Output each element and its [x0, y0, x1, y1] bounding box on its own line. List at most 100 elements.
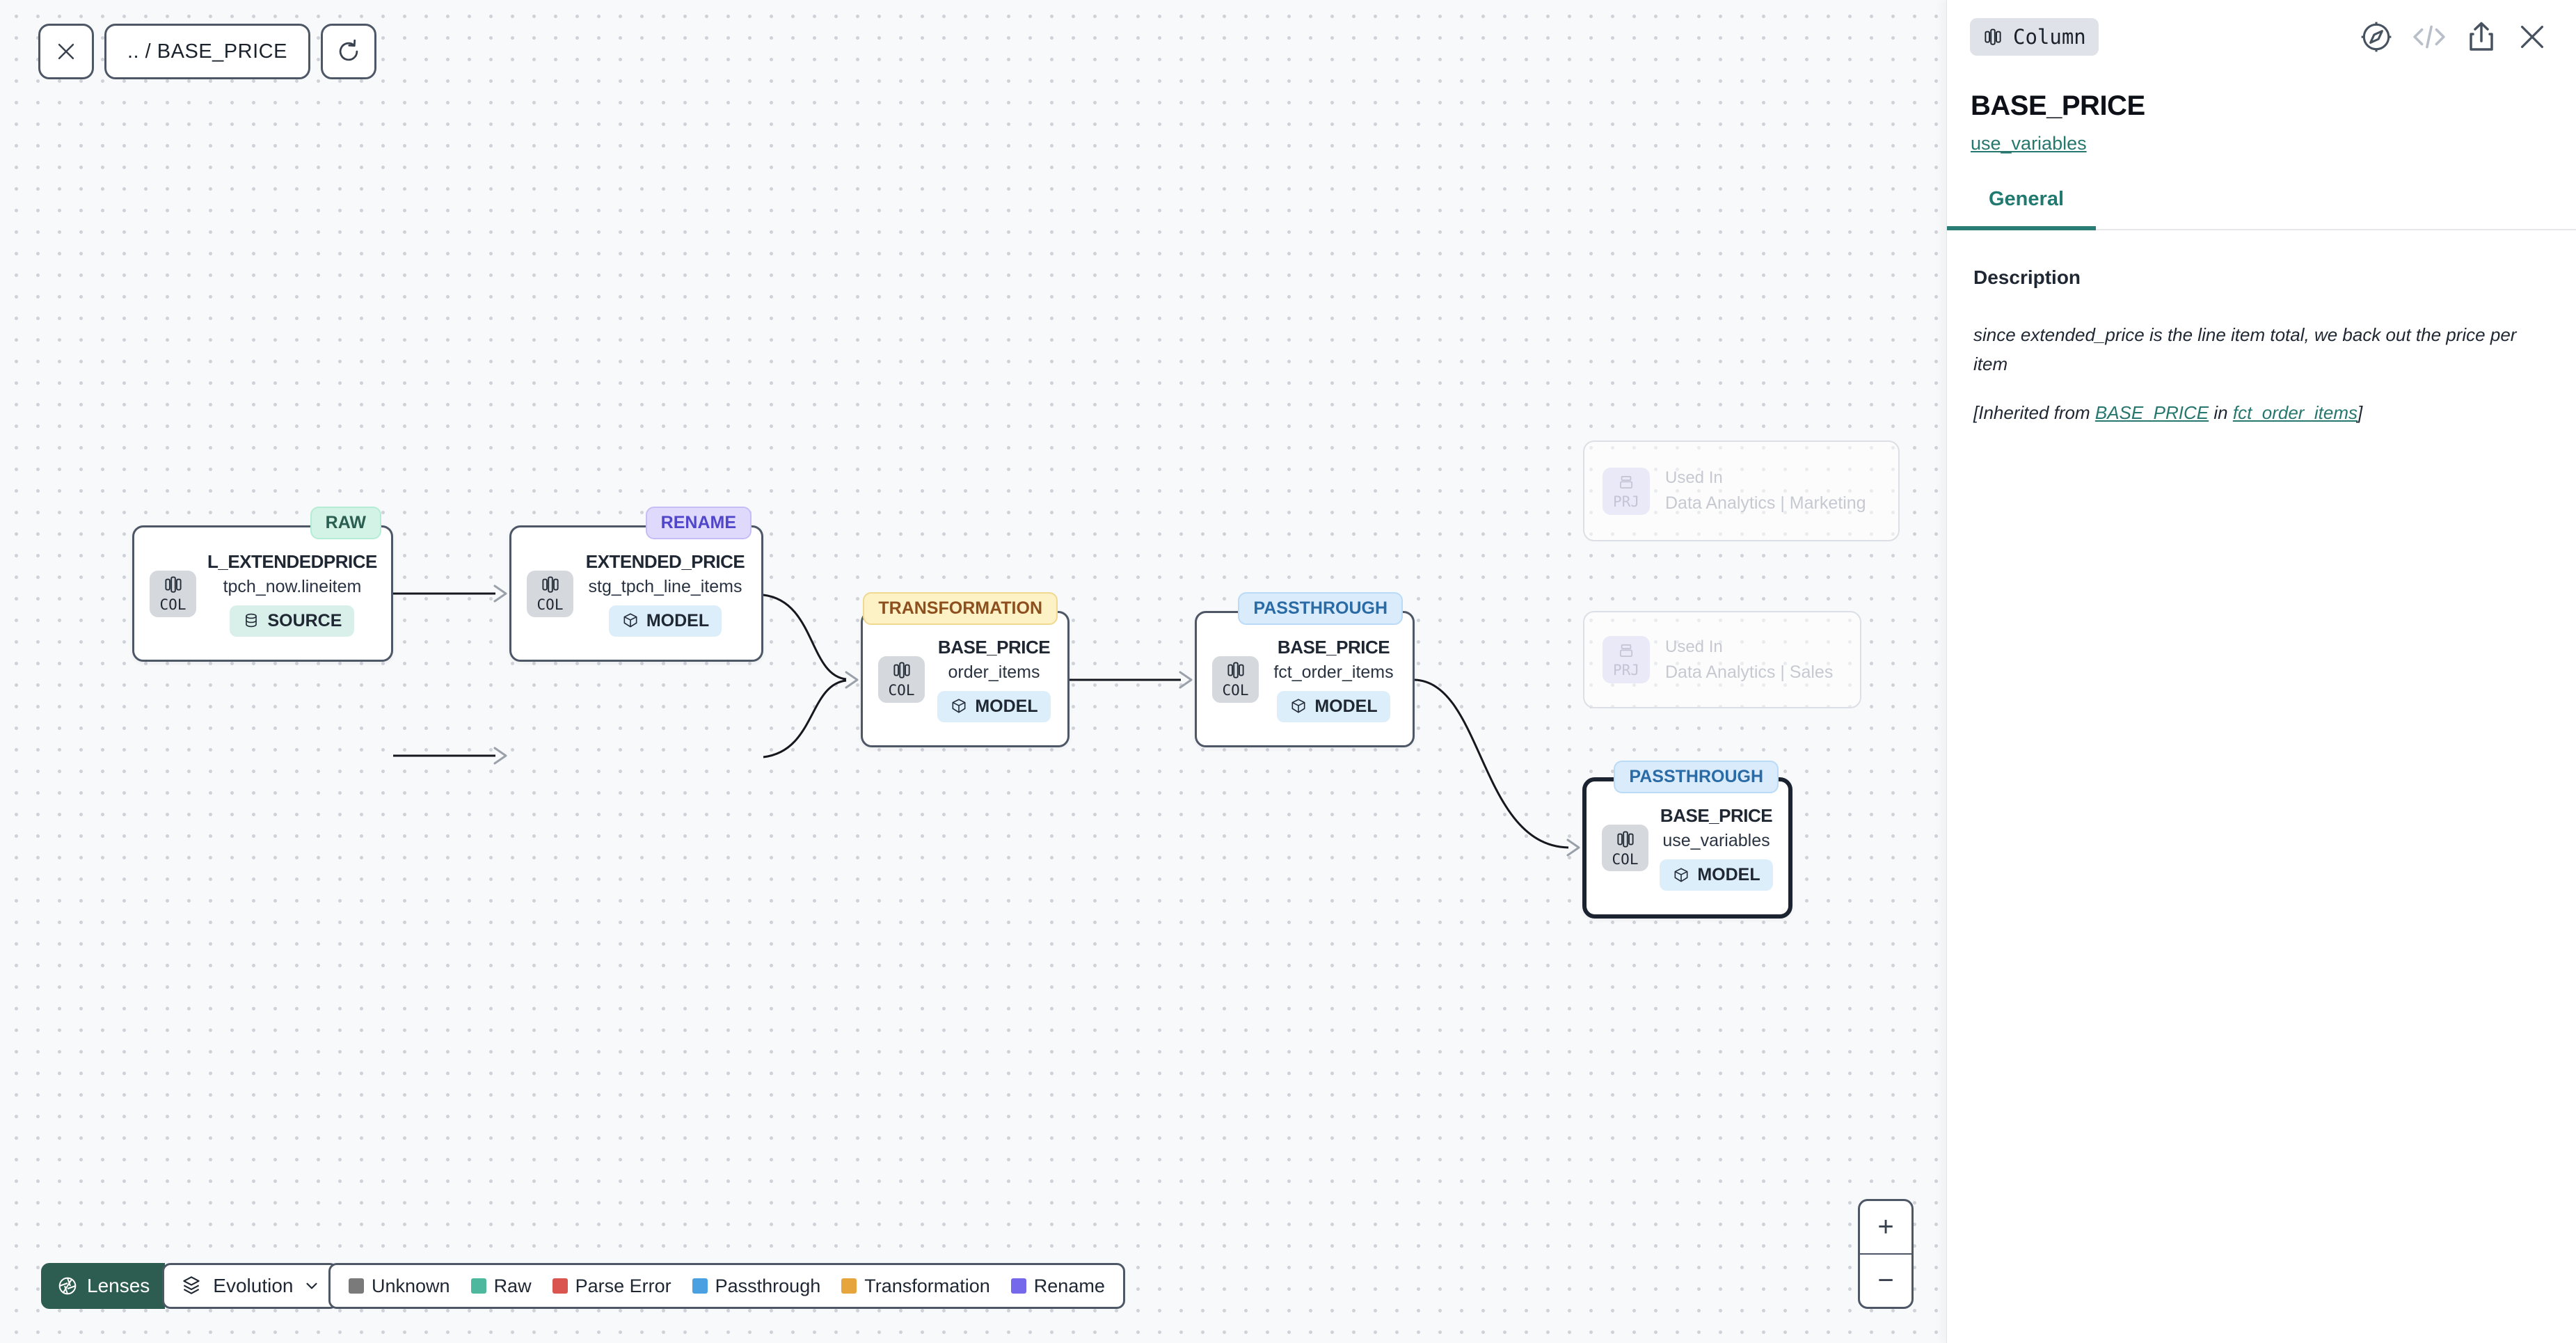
columns-icon: [1985, 29, 2001, 45]
node-evolution-badge: PASSTHROUGH: [1238, 592, 1403, 625]
lenses-button[interactable]: Lenses: [41, 1263, 166, 1309]
panel-tabs: General: [1947, 188, 2576, 230]
legend-item-transformation: Transformation: [841, 1276, 990, 1297]
lineage-node-l-extendedprice[interactable]: RAW COL L_EXTENDEDPRICE tpch_now.lineite…: [132, 507, 393, 662]
project-node-marketing[interactable]: PRJ Used In Data Analytics | Marketing: [1583, 440, 1900, 541]
node-subtitle: fct_order_items: [1273, 662, 1394, 682]
columns-icon: [164, 576, 182, 593]
description-text: since extended_price is the line item to…: [1973, 324, 2517, 374]
breadcrumb[interactable]: .. / BASE_PRICE: [104, 24, 310, 79]
node-title: BASE_PRICE: [1277, 636, 1390, 658]
zoom-controls: + −: [1858, 1199, 1914, 1309]
node-evolution-badge: RAW: [310, 507, 381, 539]
close-icon: [2520, 25, 2544, 49]
evolution-legend: Unknown Raw Parse Error Passthrough Tran…: [328, 1263, 1125, 1309]
node-kind-chip: MODEL: [937, 690, 1051, 722]
legend-swatch: [552, 1278, 568, 1294]
zoom-out-button[interactable]: −: [1877, 1265, 1894, 1296]
archive-icon: [1619, 475, 1633, 488]
layers-icon: [183, 1276, 200, 1294]
refresh-button[interactable]: [320, 24, 376, 79]
lineage-canvas[interactable]: RAW COL L_EXTENDEDPRICE tpch_now.lineite…: [0, 0, 1946, 1343]
project-name: Data Analytics | Sales: [1665, 662, 1834, 682]
legend-swatch: [1010, 1278, 1026, 1294]
lens-select-evolution[interactable]: Evolution: [162, 1263, 339, 1309]
legend-item-unknown: Unknown: [349, 1276, 450, 1297]
cube-icon: [952, 699, 966, 713]
legend-swatch: [349, 1278, 364, 1294]
node-subtitle: stg_tpch_line_items: [588, 576, 742, 596]
panel-title: BASE_PRICE: [1971, 90, 2145, 121]
refresh-icon: [339, 39, 358, 61]
lineage-node-extended-price[interactable]: RENAME COL EXTENDED_PRICE stg_tpch_line_…: [509, 507, 763, 662]
cube-icon: [623, 613, 637, 628]
canvas-toolbar: .. / BASE_PRICE: [38, 24, 376, 79]
share-icon: [2470, 22, 2493, 51]
cube-icon: [1291, 699, 1305, 713]
columns-icon: [541, 576, 559, 593]
lineage-node-base-price-order-items[interactable]: TRANSFORMATION COL BASE_PRICE order_item…: [861, 592, 1070, 747]
close-icon: [58, 43, 74, 60]
node-subtitle: tpch_now.lineitem: [223, 576, 362, 596]
node-kind-chip: SOURCE: [230, 605, 355, 637]
node-kind-chip: MODEL: [1277, 690, 1390, 722]
entity-type-badge: Column: [1970, 18, 2099, 56]
close-lineage-button[interactable]: [38, 24, 94, 79]
inherited-model-link[interactable]: fct_order_items: [2232, 402, 2358, 424]
used-in-label: Used In: [1665, 468, 1723, 487]
legend-swatch: [841, 1278, 857, 1294]
node-title: BASE_PRICE: [1660, 805, 1773, 826]
share-export-icon[interactable]: [2465, 20, 2498, 54]
column-type-icon: COL: [1602, 825, 1648, 871]
column-type-icon: COL: [527, 570, 573, 617]
view-code-icon[interactable]: [2412, 19, 2447, 54]
node-evolution-badge: RENAME: [645, 507, 752, 539]
lens-controls: Lenses Evolution: [41, 1263, 339, 1309]
explore-compass-icon[interactable]: [2359, 19, 2394, 54]
model-link[interactable]: use_variables: [1971, 133, 2087, 154]
description-heading: Description: [1973, 267, 2081, 288]
zoom-in-button[interactable]: +: [1860, 1201, 1911, 1255]
node-kind-chip: MODEL: [608, 605, 722, 637]
cube-icon: [1674, 867, 1688, 882]
database-icon: [246, 613, 257, 628]
close-panel-icon[interactable]: [2516, 21, 2548, 53]
columns-icon: [893, 662, 910, 678]
column-type-icon: COL: [150, 570, 196, 617]
lineage-edges: [393, 585, 1580, 857]
project-type-icon: PRJ: [1603, 636, 1650, 683]
archive-icon: [1619, 644, 1633, 658]
columns-icon: [1616, 830, 1634, 848]
legend-swatch: [470, 1278, 486, 1294]
project-type-icon: PRJ: [1603, 467, 1650, 515]
legend-item-passthrough: Passthrough: [692, 1276, 820, 1297]
column-type-icon: COL: [1212, 655, 1259, 703]
legend-item-rename: Rename: [1010, 1276, 1105, 1297]
tab-general[interactable]: General: [1947, 188, 2096, 230]
used-in-label: Used In: [1665, 637, 1723, 656]
details-panel: Column BASE_PRICE use_variables General …: [1946, 0, 2576, 1343]
inherited-column-link[interactable]: BASE_PRICE: [2094, 402, 2209, 424]
inherited-from-note: [Inherited from BASE_PRICE in fct_order_…: [1973, 402, 2363, 424]
node-kind-chip: MODEL: [1660, 859, 1773, 891]
lineage-node-base-price-use-variables[interactable]: PASSTHROUGH COL BASE_PRICE use_variables…: [1582, 761, 1792, 919]
node-title: BASE_PRICE: [937, 636, 1051, 658]
column-type-icon: COL: [878, 655, 925, 703]
legend-item-raw: Raw: [470, 1276, 532, 1297]
node-title: L_EXTENDEDPRICE: [207, 550, 377, 572]
lineage-node-base-price-fct-order-items[interactable]: PASSTHROUGH COL BASE_PRICE fct_order_ite…: [1195, 592, 1415, 747]
compass-icon: [2361, 22, 2392, 52]
aperture-icon: [58, 1277, 77, 1295]
legend-item-parse-error: Parse Error: [552, 1276, 671, 1297]
node-evolution-badge: PASSTHROUGH: [1614, 761, 1779, 793]
code-icon: [2413, 25, 2445, 49]
columns-icon: [1227, 662, 1244, 678]
legend-swatch: [692, 1278, 708, 1294]
node-title: EXTENDED_PRICE: [585, 550, 745, 572]
node-subtitle: use_variables: [1662, 831, 1770, 850]
project-node-sales[interactable]: PRJ Used In Data Analytics | Sales: [1583, 611, 1861, 708]
node-subtitle: order_items: [948, 662, 1040, 682]
chevron-down-icon: [306, 1282, 318, 1289]
project-name: Data Analytics | Marketing: [1665, 493, 1866, 513]
node-evolution-badge: TRANSFORMATION: [863, 592, 1058, 625]
